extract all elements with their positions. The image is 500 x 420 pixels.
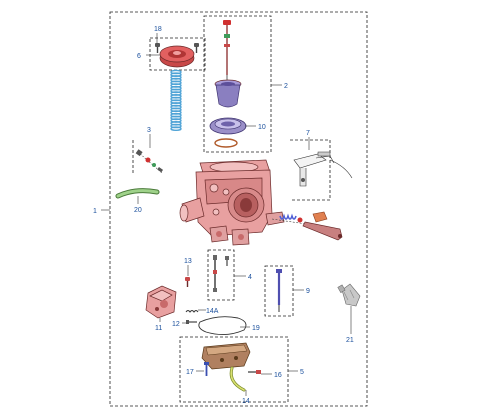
o-ring-gasket (214, 138, 238, 148)
group-box-6 (149, 37, 206, 71)
jets-part-4 (213, 255, 229, 292)
group-box-5 (179, 336, 289, 403)
diaphragm-part-10 (209, 117, 247, 135)
callout-11: 11 (155, 325, 162, 332)
needle-part-2 (223, 20, 231, 82)
gasket-part-19 (198, 316, 247, 335)
callout-21: 21 (346, 337, 354, 344)
group-box-2 (203, 15, 272, 153)
assembly-boundary (109, 11, 368, 407)
screw-part-16 (248, 370, 261, 374)
group-box-7 (290, 139, 331, 201)
callout-20: 20 (134, 207, 142, 214)
callout-19: 19 (252, 325, 260, 332)
drain-screw-part-17 (204, 362, 209, 376)
callout-13: 13 (184, 258, 192, 265)
callout-17: 17 (186, 369, 194, 376)
pump-housing-part-11 (145, 285, 177, 319)
float-bowl-part-5 (201, 342, 251, 370)
choke-spring-linkage (271, 211, 343, 241)
spring-part-14a (185, 310, 199, 313)
hose-part-20 (115, 188, 160, 199)
pilot-screw-part-3 (135, 149, 164, 174)
screw-part-18 (155, 43, 199, 53)
callout-10: 10 (258, 124, 266, 131)
callout-2: 2 (284, 83, 288, 90)
callout-labels: 18 6 2 10 3 7 1 20 13 4 9 14A 11 12 19 2… (93, 26, 354, 405)
cable-bracket-part-7 (293, 151, 353, 187)
drain-hose-part-14 (229, 366, 246, 392)
group-box-9 (264, 265, 294, 317)
callout-6: 6 (137, 53, 141, 60)
callout-9: 9 (306, 288, 310, 295)
callout-7: 7 (306, 130, 310, 137)
leader-lines (101, 33, 352, 396)
group-box-4 (207, 249, 235, 301)
callout-1: 1 (93, 208, 97, 215)
callout-3: 3 (147, 127, 151, 134)
needle-jet-part-9 (276, 269, 282, 312)
callout-12: 12 (172, 321, 180, 328)
piston-spring (170, 69, 182, 131)
screw-part-12 (186, 320, 197, 324)
callout-18: 18 (154, 26, 162, 33)
callout-5: 5 (300, 369, 304, 376)
top-cover-part-6 (159, 45, 195, 68)
callout-16: 16 (274, 372, 282, 379)
carburetor-body-part-1 (179, 159, 285, 246)
callout-14: 14 (242, 398, 250, 405)
callout-4: 4 (248, 274, 252, 281)
spring-coil (170, 126, 182, 131)
plug-part-21 (337, 283, 361, 307)
bolt-part-13 (185, 277, 190, 287)
piston-slide (214, 79, 242, 108)
callout-14a: 14A (206, 308, 219, 315)
